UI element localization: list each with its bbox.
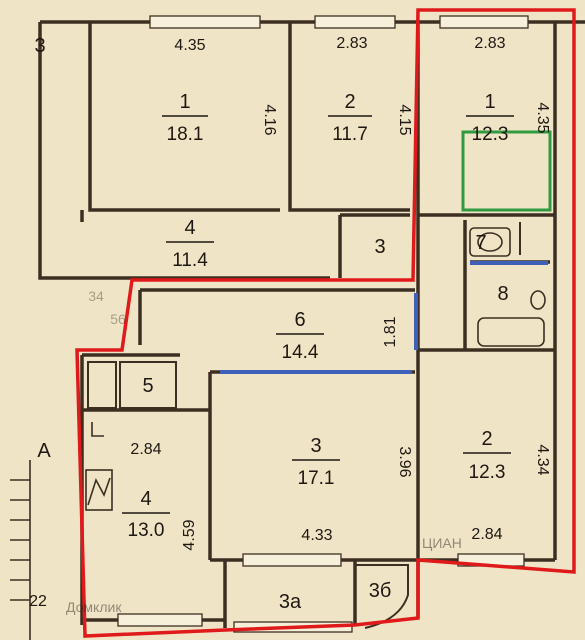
wc-7-number: 7 xyxy=(475,232,486,254)
room-6-area: 14.4 xyxy=(282,342,319,363)
room-2-depth: 4.34 xyxy=(534,444,551,475)
upper-room-3-number: 3 xyxy=(374,236,385,258)
room-2-width: 2.84 xyxy=(471,526,502,543)
room-3-area: 17.1 xyxy=(298,468,335,489)
room-4-number: 4 xyxy=(140,488,151,510)
bath-8-number: 8 xyxy=(497,283,508,305)
room-labels: 4.35 1 18.1 4.16 2.83 2 11.7 4.15 4 11.4… xyxy=(122,35,551,613)
right-room-1-area: 12.3 xyxy=(472,124,509,145)
green-box-highlight xyxy=(461,130,552,212)
upper-room-1-width: 4.35 xyxy=(174,37,205,54)
upper-room-4-area: 11.4 xyxy=(172,250,208,271)
room-3-width: 4.33 xyxy=(301,527,332,544)
room-3-number: 3 xyxy=(310,435,321,457)
room-5-number: 5 xyxy=(142,375,153,397)
room-4-width: 2.84 xyxy=(130,441,161,458)
room-4-depth: 4.59 xyxy=(181,519,198,550)
right-room-1-number: 1 xyxy=(484,91,495,113)
room-2-area: 12.3 xyxy=(469,462,506,483)
edge-label-bottom-left: 22 xyxy=(29,593,47,610)
upper-room-2-area: 11.7 xyxy=(332,124,368,145)
upper-room-2-depth: 4.15 xyxy=(396,104,413,135)
room-4-area: 13.0 xyxy=(128,520,165,541)
edge-label-top-left: 3 xyxy=(34,35,45,57)
upper-room-1-area: 18.1 xyxy=(167,124,204,145)
watermark-domclick: Домклик xyxy=(66,599,122,615)
fixtures xyxy=(10,227,546,640)
room-2-number: 2 xyxy=(481,428,492,450)
room-6-depth: 1.81 xyxy=(382,316,399,347)
faded-label-1: 34 xyxy=(88,288,104,304)
balcony-3a-number: 3а xyxy=(279,591,302,613)
upper-room-2-width: 2.83 xyxy=(336,35,367,52)
watermark-cian: ЦИАН xyxy=(422,535,462,551)
faded-label-2: 56 xyxy=(110,311,126,327)
stair-letter: А xyxy=(37,440,51,462)
upper-room-1-depth: 4.16 xyxy=(261,104,278,135)
red-outline-highlight xyxy=(75,8,576,638)
room-3-depth: 3.96 xyxy=(396,446,413,477)
upper-room-1-number: 1 xyxy=(179,91,190,113)
upper-room-4-number: 4 xyxy=(184,217,195,239)
right-room-1-depth: 4.35 xyxy=(534,102,551,133)
highlights xyxy=(75,8,576,638)
upper-room-2-number: 2 xyxy=(344,91,355,113)
edge-labels: 3 А 22 34 56 xyxy=(29,35,126,610)
balcony-3b-number: 3б xyxy=(369,580,392,602)
right-room-1-width: 2.83 xyxy=(474,35,505,52)
watermarks: Домклик ЦИАН xyxy=(66,535,462,615)
room-6-number: 6 xyxy=(294,309,305,331)
